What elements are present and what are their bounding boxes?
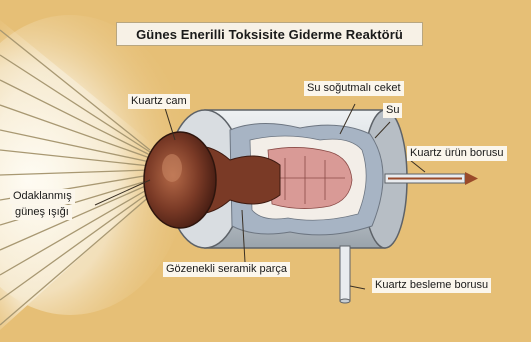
label-porous-ceramic-part: Gözenekli seramik parça <box>163 262 290 277</box>
quartz-dome <box>144 132 216 228</box>
label-water-cooled-jacket: Su soğutmalı ceket <box>304 81 404 96</box>
dome-highlight <box>162 154 182 182</box>
product-tube <box>385 172 478 185</box>
label-focused-sunlight-line1: Odaklanmış <box>10 189 75 204</box>
label-focused-sunlight-line2: güneş ışığı <box>12 205 72 220</box>
label-quartz-product-tube: Kuartz ürün borusu <box>407 146 507 161</box>
diagram-title: Günes Enerilli Toksisite Giderme Reaktör… <box>116 22 423 46</box>
diagram-title-text: Günes Enerilli Toksisite Giderme Reaktör… <box>136 27 403 42</box>
label-water: Su <box>383 103 402 118</box>
label-quartz-glass: Kuartz cam <box>128 94 190 109</box>
feed-tube <box>340 246 350 303</box>
label-quartz-feed-tube: Kuartz besleme borusu <box>372 278 491 293</box>
